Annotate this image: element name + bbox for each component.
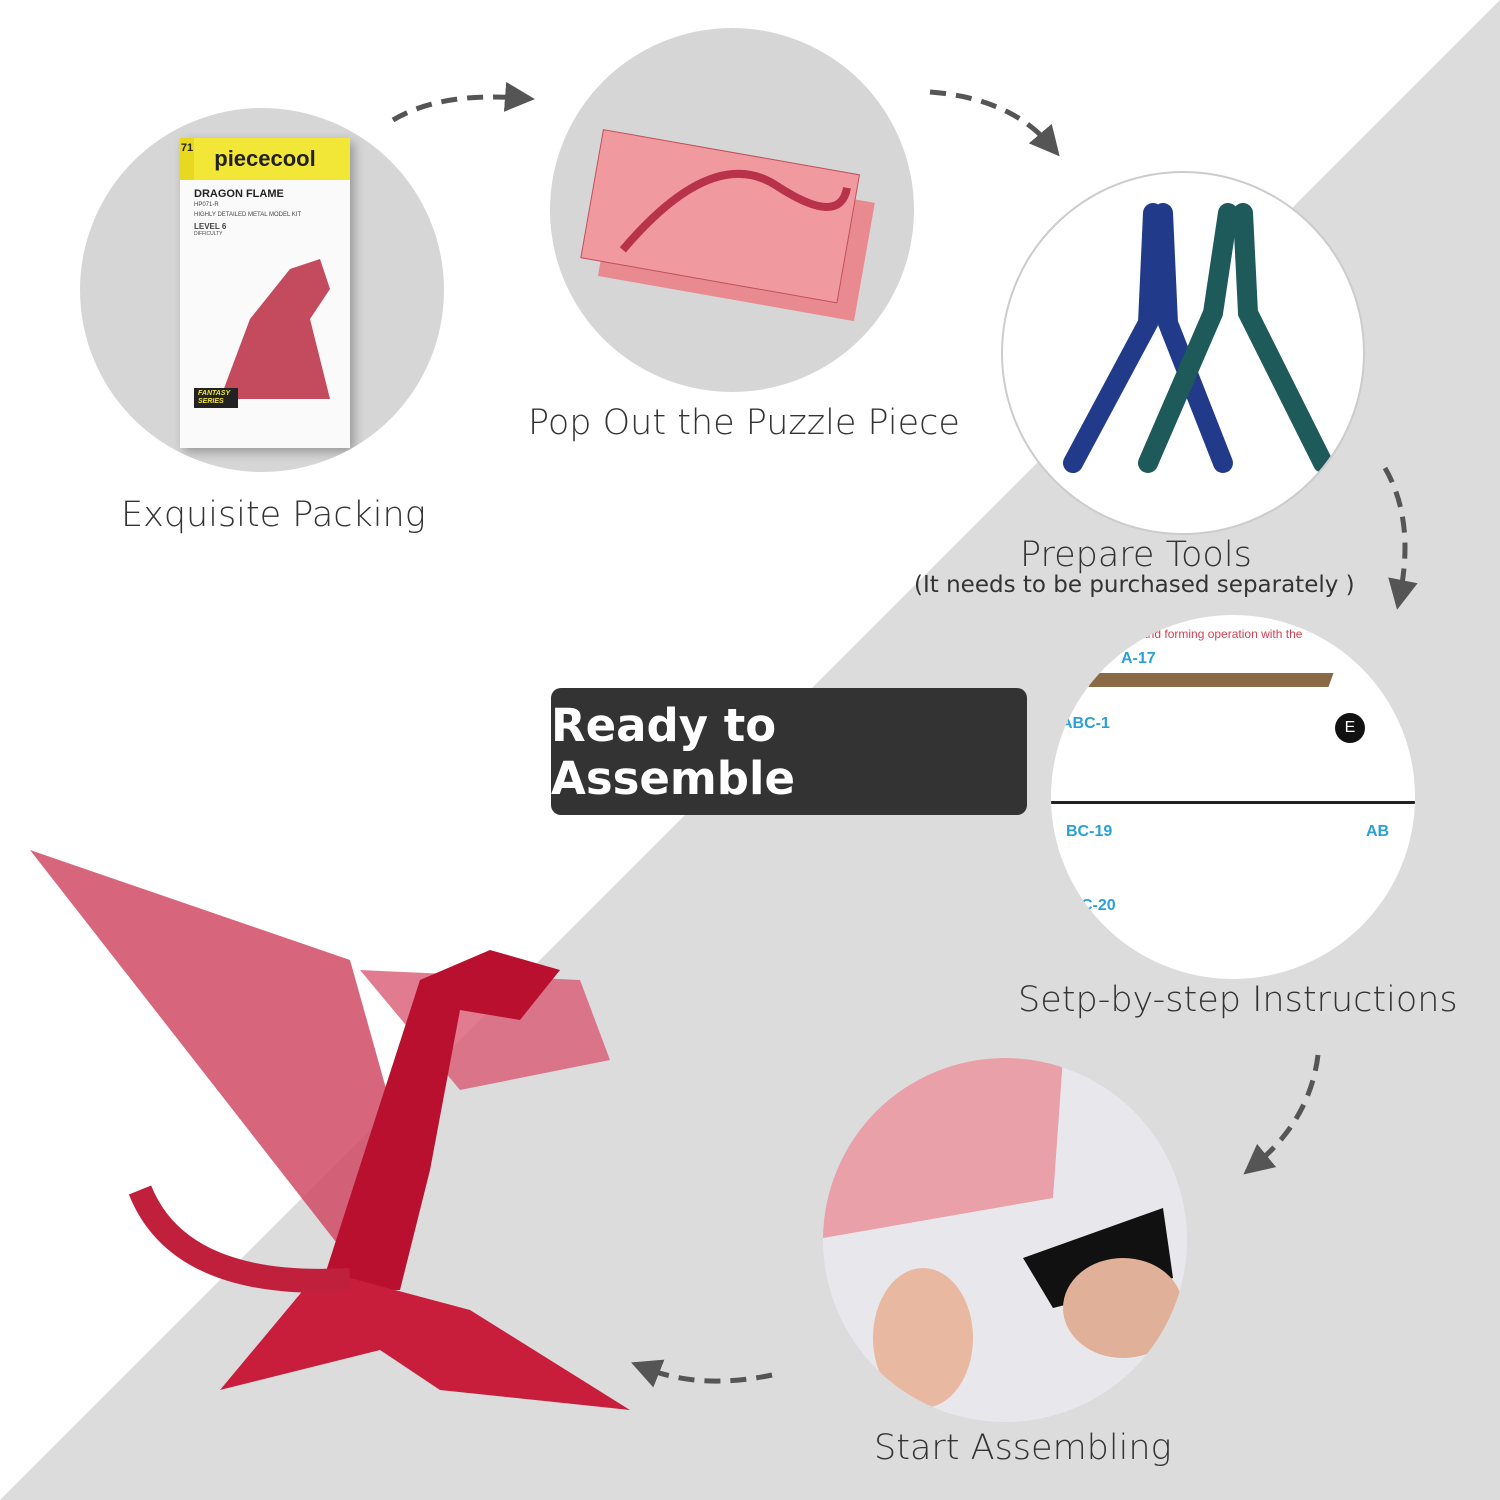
tools-image bbox=[1001, 171, 1365, 535]
instr-label: BC-19 bbox=[1066, 823, 1113, 840]
box-level: LEVEL 6 bbox=[194, 222, 227, 231]
arrow-icon bbox=[391, 81, 535, 123]
instructions-header: and forming operation with the bbox=[1141, 627, 1303, 641]
product-box: piececool 71 DRAGON FLAME HP071-R HIGHLY… bbox=[180, 138, 350, 448]
instr-label: A-17 bbox=[1121, 650, 1156, 667]
instr-label: E bbox=[1335, 713, 1365, 743]
arrow-icon bbox=[631, 1359, 773, 1388]
divider bbox=[1051, 801, 1415, 804]
packing-image: piececool 71 DRAGON FLAME HP071-R HIGHLY… bbox=[80, 108, 444, 472]
instructions-image: and forming operation with the A-17 ABC-… bbox=[1051, 615, 1415, 979]
box-title: DRAGON FLAME bbox=[194, 188, 284, 200]
box-number: 71 bbox=[180, 138, 194, 180]
arrow-icon bbox=[1382, 466, 1418, 610]
arrow-icon bbox=[1243, 1054, 1321, 1175]
box-code: HP071-R bbox=[194, 202, 219, 208]
step-label-instructions: Setp-by-step Instructions bbox=[1018, 980, 1458, 1020]
step-label-puzzle: Pop Out the Puzzle Piece bbox=[528, 403, 960, 443]
instr-label: ABC-1 bbox=[1061, 715, 1110, 732]
ready-to-assemble-banner: Ready to Assemble bbox=[551, 688, 1027, 815]
tools-note: (It needs to be purchased separately ) bbox=[914, 572, 1355, 598]
box-difficulty: DIFFICULTY bbox=[194, 231, 223, 237]
step-label-assembling: Start Assembling bbox=[874, 1428, 1172, 1468]
step-label-tools: Prepare Tools bbox=[1020, 535, 1252, 575]
box-desc: HIGHLY DETAILED METAL MODEL KIT bbox=[194, 212, 302, 218]
brand-logo: piececool bbox=[180, 138, 350, 180]
instr-label: C-20 bbox=[1081, 897, 1116, 914]
puzzle-sheets-image bbox=[550, 28, 914, 392]
box-series: FANTASY SERIES bbox=[194, 388, 238, 408]
instr-label: AB bbox=[1366, 823, 1390, 840]
dragon-thumbnail bbox=[220, 259, 330, 399]
arrow-icon bbox=[929, 89, 1060, 157]
step-label-packing: Exquisite Packing bbox=[121, 495, 426, 535]
dragon-model-image bbox=[30, 850, 630, 1410]
